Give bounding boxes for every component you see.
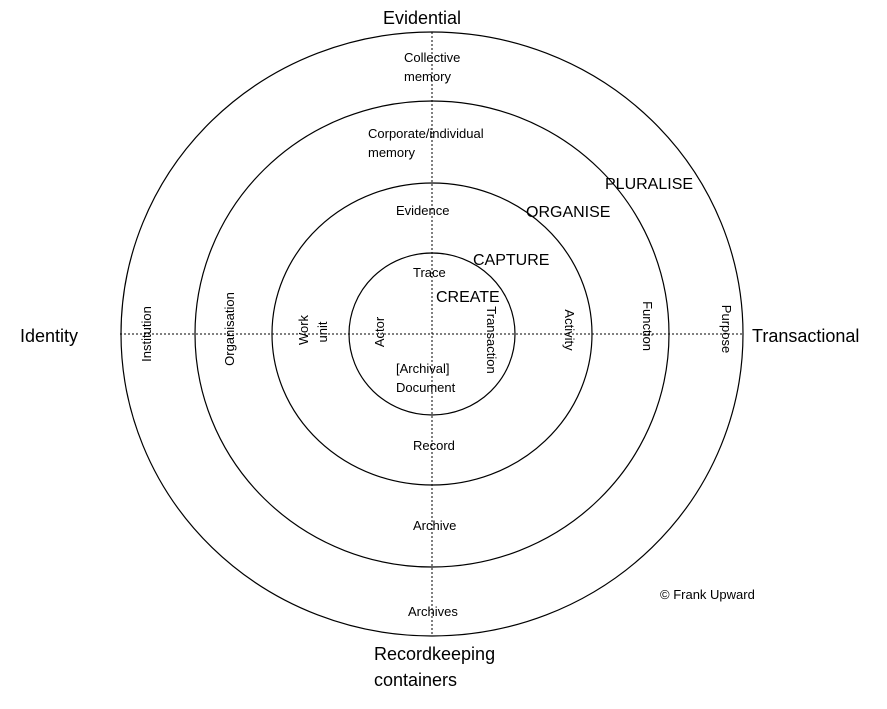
stage-organise: ORGANISE [526, 204, 610, 221]
label-document-line2: Document [396, 380, 456, 395]
axis-label-recordkeeping: Recordkeeping [374, 644, 495, 664]
label-archives: Archives [408, 604, 458, 619]
inner-ring-create [348, 252, 516, 416]
stage-pluralise: PLURALISE [605, 176, 693, 193]
axis-label-containers: containers [374, 670, 457, 690]
stage-create: CREATE [436, 289, 500, 306]
stage-capture: CAPTURE [473, 252, 549, 269]
label-transaction: Transaction [484, 306, 499, 373]
label-actor: Actor [372, 316, 387, 347]
label-collective-memory-line1: Collective [404, 50, 460, 65]
label-corporate-memory-line2: memory [368, 145, 415, 160]
label-function: Function [640, 301, 655, 351]
label-organisation: Organisation [222, 292, 237, 366]
second-ring-capture [271, 182, 593, 486]
label-work-unit-line1: Work [296, 314, 311, 345]
axis-label-evidential: Evidential [383, 8, 461, 28]
axis-label-transactional: Transactional [752, 326, 859, 346]
label-work-unit-line2: unit [315, 321, 330, 342]
axis-label-identity: Identity [20, 326, 78, 346]
copyright-notice: © Frank Upward [660, 587, 755, 602]
label-evidence: Evidence [396, 203, 449, 218]
outer-ring-pluralise [120, 31, 744, 637]
label-purpose: Purpose [719, 305, 734, 353]
label-institution: Institution [139, 306, 154, 362]
label-archive: Archive [413, 518, 456, 533]
label-document-line1: [Archival] [396, 361, 449, 376]
label-record: Record [413, 438, 455, 453]
label-trace: Trace [413, 265, 446, 280]
label-collective-memory-line2: memory [404, 69, 451, 84]
third-ring-organise [194, 100, 670, 568]
label-activity: Activity [562, 309, 577, 351]
label-corporate-memory-line1: Corporate/individual [368, 126, 484, 141]
